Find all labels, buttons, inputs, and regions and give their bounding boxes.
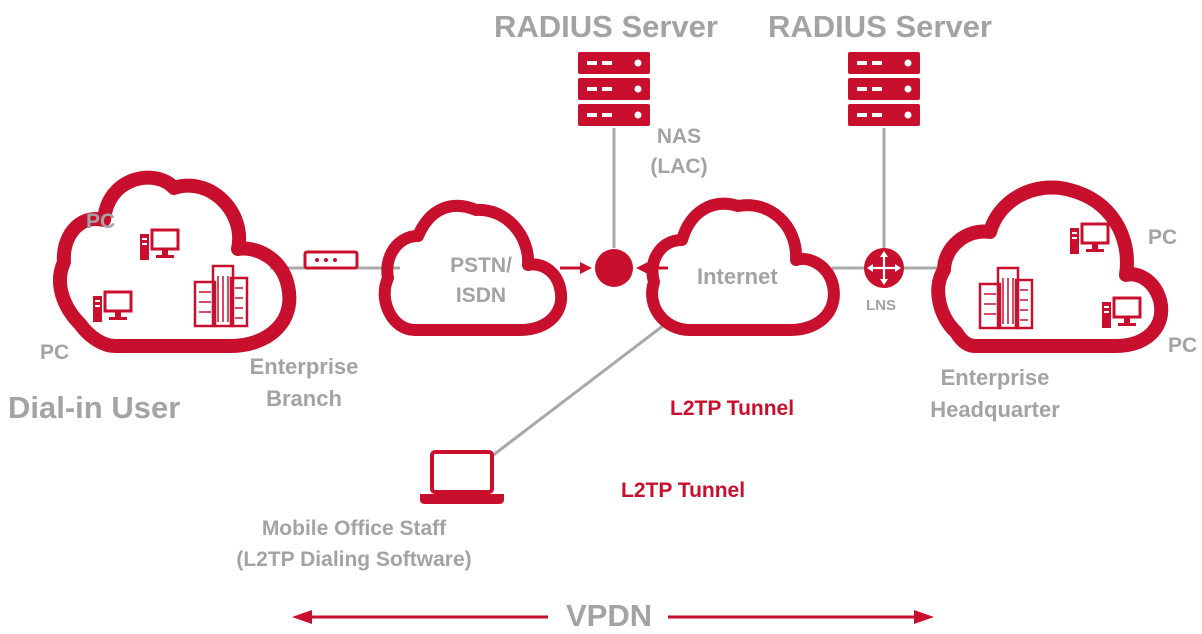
vpdn-arrow-icon xyxy=(292,610,934,624)
pc-icon xyxy=(1100,296,1142,330)
branch-line1: Enterprise xyxy=(249,354,359,379)
enterprise-headquarter-label: Enterprise Headquarter xyxy=(912,362,1078,426)
enterprise-branch-label: Enterprise Branch xyxy=(236,351,372,415)
pc-label: PC xyxy=(40,341,70,364)
nas-label: NAS xyxy=(656,125,702,148)
dial-in-user-label: Dial-in User xyxy=(8,390,181,425)
lns-label: LNS xyxy=(866,297,896,314)
mobile-line1: Mobile Office Staff xyxy=(261,517,447,540)
pstn-line1: PSTN/ xyxy=(450,254,512,277)
building-icon xyxy=(978,266,1034,330)
pc-icon xyxy=(91,290,133,324)
l2tp-tunnel-label: L2TP Tunnel xyxy=(621,479,746,502)
pstn-line2: ISDN xyxy=(455,284,507,307)
pc-label: PC xyxy=(1148,226,1178,249)
radius-server-label-left: RADIUS Server xyxy=(494,9,718,44)
headquarter-cloud-icon xyxy=(931,180,1169,353)
dial-in-cloud-icon xyxy=(53,170,297,353)
pc-label: PC xyxy=(1168,334,1198,357)
branch-line2: Branch xyxy=(266,386,342,411)
lns-router-icon xyxy=(864,248,904,288)
radius-server-right-icon xyxy=(848,52,920,126)
hq-line2: Headquarter xyxy=(930,397,1060,422)
nas-lac-label: NAS (LAC) xyxy=(640,122,718,182)
pstn-cloud-icon xyxy=(378,200,568,336)
nas-lac-node-icon xyxy=(595,249,633,287)
laptop-icon xyxy=(420,450,504,504)
mobile-line2: (L2TP Dialing Software) xyxy=(236,548,472,571)
vpdn-label: VPDN xyxy=(566,598,653,633)
radius-server-label-right: RADIUS Server xyxy=(768,9,992,44)
modem-icon xyxy=(303,250,359,270)
pc-icon xyxy=(138,228,180,262)
pstn-isdn-label: PSTN/ ISDN xyxy=(436,251,526,311)
pc-label: PC xyxy=(86,210,116,233)
lac-label: (LAC) xyxy=(650,155,708,178)
internet-label: Internet xyxy=(697,264,778,289)
pc-icon xyxy=(1068,222,1110,256)
radius-server-left-icon xyxy=(578,52,650,126)
internet-cloud-icon xyxy=(646,197,840,336)
mobile-office-staff-label: Mobile Office Staff (L2TP Dialing Softwa… xyxy=(196,513,512,575)
building-icon xyxy=(193,264,249,328)
hq-line1: Enterprise xyxy=(940,365,1050,390)
l2tp-tunnel-label: L2TP Tunnel xyxy=(670,397,795,420)
